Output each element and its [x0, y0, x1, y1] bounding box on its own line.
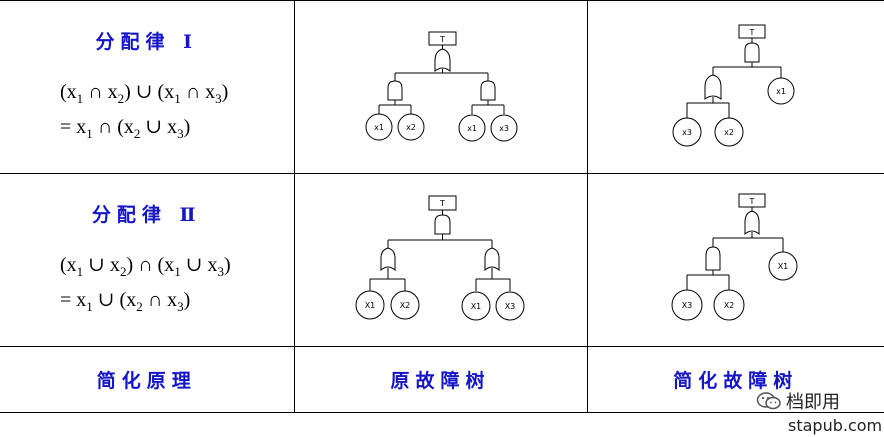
or-gate-icon: [704, 74, 721, 100]
table-row-law-1: 分配律 Ⅰ (x1 ∩ x2) ∪ (x1 ∩ x3) = x1 ∩ (x2 ∪…: [0, 0, 884, 174]
law-1-title: 分配律 Ⅰ: [95, 30, 198, 53]
basic-event-circle: [365, 113, 392, 141]
basic-event-circle: [495, 291, 524, 321]
basic-event-label: X2: [723, 301, 734, 310]
basic-event-label: X1: [470, 302, 481, 311]
law-1-formula-line-1: (x1 ∩ x2) ∪ (x1 ∩ x3): [60, 80, 229, 106]
basic-event-label: x1: [776, 87, 786, 96]
basic-event-label: X1: [364, 301, 375, 310]
and-gate-icon: [744, 42, 759, 63]
basic-event-label: x1: [467, 124, 477, 133]
top-event-label: T: [439, 35, 445, 44]
or-gate-icon: [380, 247, 395, 272]
basic-event-circle: [490, 114, 517, 142]
top-event-label: T: [748, 28, 754, 37]
fault-tree-r2-original: T X: [355, 195, 524, 321]
law-2-formula-line-2: = x1 ∪ (x2 ∩ x3): [60, 288, 191, 314]
law-1-formula-line-2: = x1 ∩ (x2 ∪ x3): [60, 115, 191, 141]
watermark-site: stapub.com: [788, 416, 883, 435]
watermark-text: 档即用: [786, 392, 840, 413]
wechat-icon: [756, 392, 781, 410]
law-1-original-tree-cell: T x: [294, 0, 588, 174]
law-1-simplified-tree-cell: T x3 x2 x1: [587, 0, 884, 174]
basic-event-label: x2: [406, 123, 416, 132]
law-2-simplified-tree-cell: T X3 X2 X1: [587, 173, 884, 347]
footer-cell-original: 原故障树: [294, 346, 588, 413]
basic-event-circle: [672, 117, 701, 147]
law-2-cell: 分配律 Ⅱ (x1 ∪ x2) ∩ (x1 ∪ x3) = x1 ∪ (x2 ∩…: [0, 173, 295, 347]
law-1-formula: (x1 ∩ x2) ∪ (x1 ∩ x3) = x1 ∩ (x2 ∪ x3): [60, 78, 294, 148]
basic-event-label: x3: [682, 128, 692, 137]
table-row-law-2: 分配律 Ⅱ (x1 ∪ x2) ∩ (x1 ∪ x3) = x1 ∪ (x2 ∩…: [0, 173, 884, 347]
basic-event-circle: [397, 113, 424, 141]
footer-cell-principle: 简化原理: [0, 346, 295, 413]
fault-tree-r1-original: T x: [365, 31, 517, 142]
or-gate-icon: [744, 210, 759, 236]
top-event-label: T: [439, 199, 445, 208]
and-gate-icon: [480, 80, 495, 101]
basic-event-label: X2: [399, 301, 410, 310]
fault-tree-r2-simplified: T X3 X2 X1: [671, 193, 797, 321]
basic-event-label: x3: [499, 124, 509, 133]
basic-event-circle: [461, 291, 490, 321]
footer-label-principle: 简化原理: [96, 370, 197, 392]
basic-event-label: X1: [777, 262, 788, 271]
basic-event-circle: [458, 114, 485, 142]
watermark: 档即用: [756, 388, 840, 414]
basic-event-circle: [714, 117, 743, 147]
law-2-title: 分配律 Ⅱ: [91, 203, 202, 226]
basic-event-circle: [355, 290, 384, 320]
and-gate-icon: [434, 214, 450, 235]
basic-event-circle: [767, 77, 794, 105]
basic-event-circle: [713, 289, 744, 321]
footer-cell-simplified: 简化故障树: [587, 346, 884, 413]
and-gate-icon: [387, 80, 402, 101]
footer-label-original: 原故障树: [390, 370, 491, 392]
basic-event-label: X3: [681, 301, 692, 310]
and-gate-icon: [705, 246, 720, 271]
table-row-footer: 简化原理 原故障树 简化故障树: [0, 346, 884, 413]
basic-event-label: x1: [374, 123, 384, 132]
basic-event-label: x2: [724, 128, 734, 137]
distributive-law-table: 分配律 Ⅰ (x1 ∩ x2) ∪ (x1 ∩ x3) = x1 ∩ (x2 ∪…: [0, 0, 884, 413]
or-gate-icon: [484, 247, 499, 272]
or-gate-icon: [434, 48, 450, 73]
basic-event-circle: [671, 289, 702, 321]
fault-tree-r1-simplified: T x3 x2 x1: [672, 24, 794, 147]
basic-event-label: X3: [504, 302, 515, 311]
basic-event-circle: [390, 290, 419, 320]
law-2-formula: (x1 ∪ x2) ∩ (x1 ∪ x3) = x1 ∪ (x2 ∩ x3): [60, 251, 294, 321]
top-event-label: T: [748, 197, 754, 206]
footer-label-simplified: 简化故障树: [673, 370, 799, 392]
law-1-cell: 分配律 Ⅰ (x1 ∩ x2) ∪ (x1 ∩ x3) = x1 ∩ (x2 ∪…: [0, 0, 295, 174]
law-2-formula-line-1: (x1 ∪ x2) ∩ (x1 ∪ x3): [60, 253, 231, 279]
basic-event-circle: [768, 251, 797, 281]
law-2-original-tree-cell: T X: [294, 173, 588, 347]
